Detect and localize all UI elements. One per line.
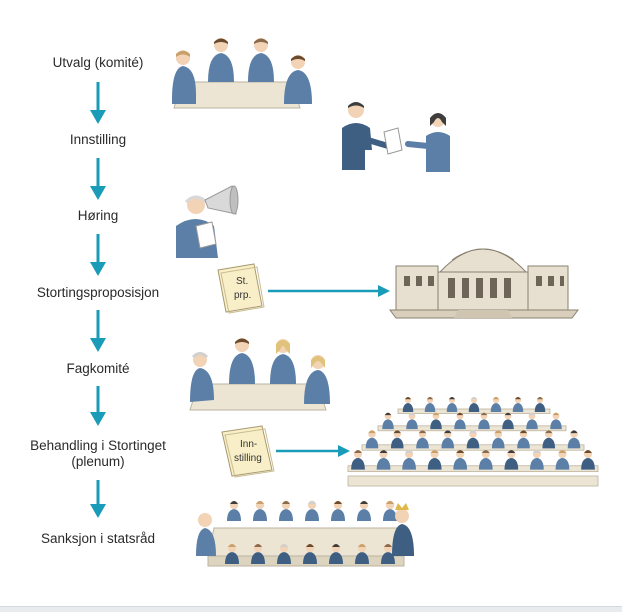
committee-meeting-illustration [172,38,312,109]
step-label: Sanksjon i statsråd [40,531,156,546]
flow-arrow [90,386,106,426]
standing-committee-illustration [189,338,330,411]
parliament-plenary-illustration [347,396,599,487]
flow-arrow [90,82,106,124]
bottom-divider [0,606,622,612]
recommendation-doc-line2: stilling [234,453,262,464]
submission-arrow [268,285,390,297]
step-label: Innstilling [69,132,127,147]
proposition-doc-line1: St. [236,276,248,287]
flow-arrow [90,480,106,518]
step-label: Fagkomité [66,361,130,376]
parliament-building-illustration [389,248,579,319]
step-label: Behandling i Stortinget (plenum) [30,438,166,469]
step-label: Utvalg (komité) [52,55,144,70]
flow-arrow [90,234,106,276]
handover-illustration [342,102,450,172]
step-label: Høring [77,208,119,223]
megaphone-speaker-illustration [176,185,239,258]
recommendation-doc-line1: Inn- [240,439,257,450]
flow-arrow [90,158,106,200]
plenary-arrow [276,445,350,457]
council-of-state-illustration [196,500,414,567]
step-label: Stortingsproposisjon [36,285,160,300]
recommendation-document-icon: Inn- stilling [221,425,275,478]
proposition-document-icon: St. prp. [217,263,265,314]
flow-arrow [90,310,106,352]
proposition-doc-line2: prp. [234,290,251,301]
